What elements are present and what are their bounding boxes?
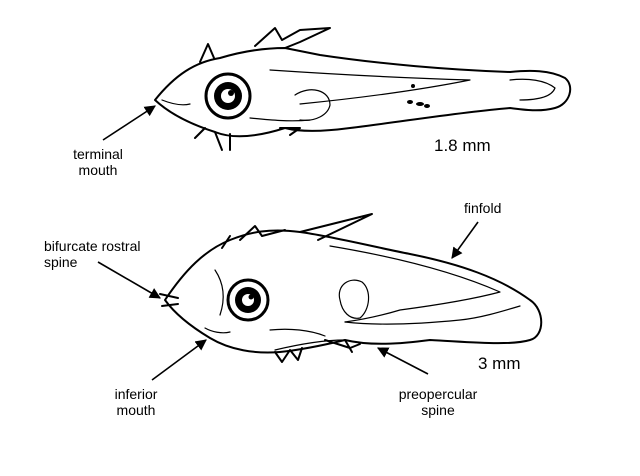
top-larva xyxy=(102,27,572,151)
bottom-larva-rostral-spine xyxy=(159,293,179,307)
label-preopercular-spine: preopercular spine xyxy=(398,386,478,418)
label-finfold: finfold xyxy=(464,200,502,216)
bottom-larva-mouth xyxy=(204,327,231,334)
top-larva-eye-outer xyxy=(204,72,252,120)
top-larva-dorsal-spine xyxy=(254,27,331,49)
inferior-mouth-arrow xyxy=(151,339,207,381)
scale-top: 1.8 mm xyxy=(434,136,491,155)
top-larva-head-spine xyxy=(199,43,215,63)
scale-bottom: 3 mm xyxy=(478,354,521,373)
finfold-arrow xyxy=(451,221,479,259)
label-inferior-mouth: inferior mouth xyxy=(114,386,158,418)
preopercular-spine-arrow xyxy=(377,347,429,375)
top-larva-pectoral-fin xyxy=(294,89,331,121)
top-larva-body xyxy=(154,47,572,138)
top-larva-gut xyxy=(269,69,471,105)
label-bifurcate-rostral-spine: bifurcate rostral spine xyxy=(44,238,141,270)
bottom-larva-pectoral-fin xyxy=(338,279,370,319)
bottom-larva xyxy=(97,213,543,381)
top-larva-mouth xyxy=(161,99,191,106)
bottom-larva-eye-outer xyxy=(226,278,270,322)
terminal-mouth-arrow xyxy=(102,105,156,141)
label-terminal-mouth: terminal mouth xyxy=(73,146,123,178)
bottom-larva-finfold xyxy=(329,245,501,323)
bifurcate-rostral-spine-arrow xyxy=(97,261,161,299)
bottom-larva-dorsal-spine xyxy=(299,213,373,241)
